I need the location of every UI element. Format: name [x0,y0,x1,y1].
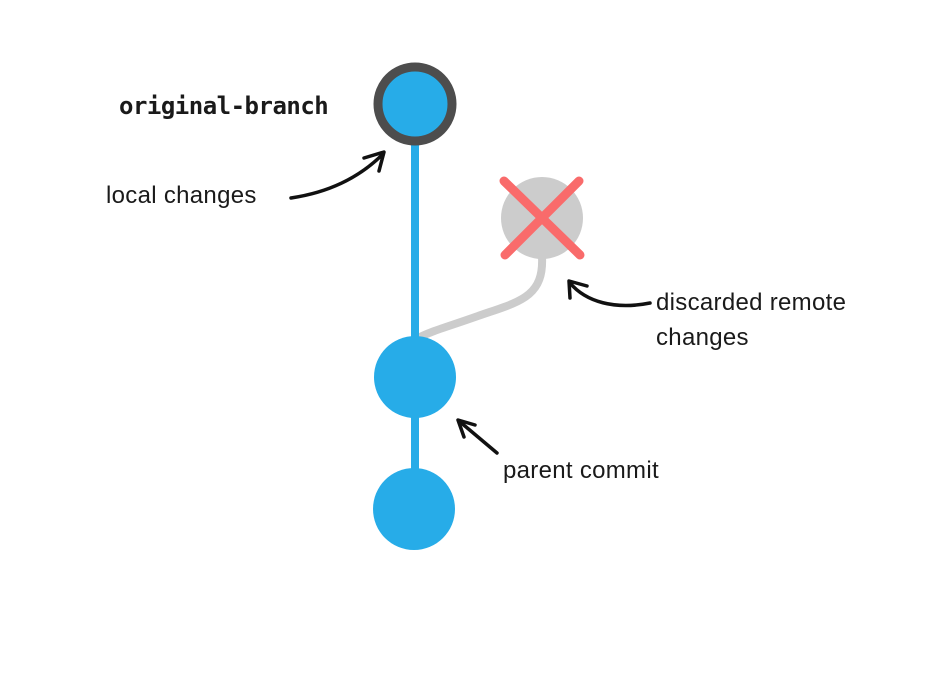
head-commit-node [373,62,457,146]
parent-commit-arrow [456,418,499,455]
parent-commit-arrow-shaft [457,419,499,455]
discarded-arrow [567,279,652,308]
discarded-edge [412,253,547,343]
local-changes-arrowhead-icon [362,150,386,173]
local-changes-arrow-shaft [289,152,385,200]
parent-commit-node [374,336,456,418]
local-changes-label: local changes [106,182,257,209]
branch-name-label: original-branch [119,92,329,120]
local-changes-arrow [289,150,386,200]
parent-commit-arrowhead-icon [456,418,477,439]
discarded-remote-label: discarded remote changes [656,289,847,351]
discard-x-icon [499,176,585,260]
root-commit-node [373,468,455,550]
discarded-arrow-shaft [568,281,652,308]
parent-commit-label: parent commit [503,457,659,484]
discarded-arrowhead-icon [567,279,589,300]
